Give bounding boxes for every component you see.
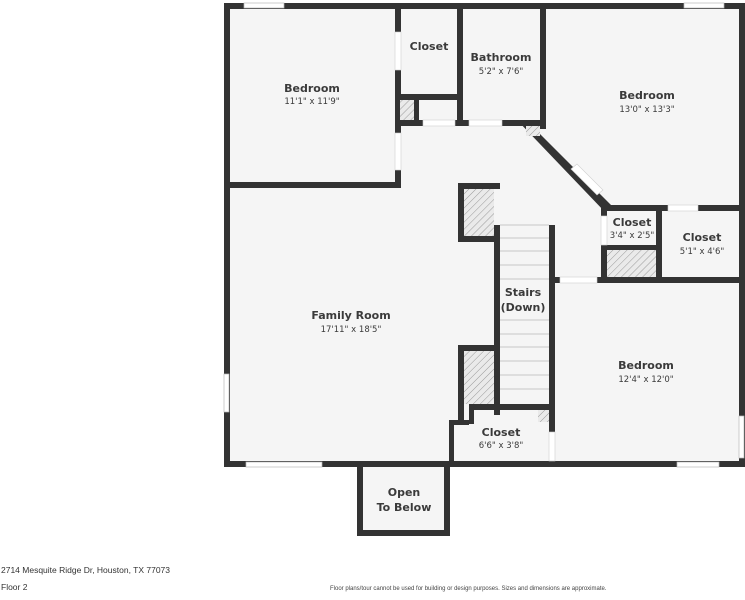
room-dimensions: 6'6" x 3'8"	[479, 441, 524, 451]
room-open-to-below: Open To Below	[377, 486, 432, 514]
room-name: Closet	[410, 40, 449, 53]
room-labels: Bedroom 11'1" x 11'9" Closet Bathroom 5'…	[284, 40, 724, 514]
shafts	[400, 100, 656, 422]
room-bedroom-3: Bedroom 12'4" x 12'0"	[618, 359, 674, 385]
room-closet-3: Closet 5'1" x 4'6"	[680, 231, 725, 257]
room-dimensions: 5'1" x 4'6"	[680, 247, 725, 257]
room-name: Family Room	[311, 309, 390, 322]
room-name: Closet	[613, 216, 652, 229]
disclaimer: Floor plans/tour cannot be used for buil…	[330, 586, 607, 592]
room-name: Open	[388, 486, 421, 499]
room-subtitle: To Below	[377, 501, 432, 514]
stairs-treads	[500, 224, 549, 390]
room-name: Stairs	[505, 286, 542, 299]
room-closet-2: Closet 3'4" x 2'5"	[610, 216, 655, 241]
property-address: 2714 Mesquite Ridge Dr, Houston, TX 7707…	[1, 565, 171, 575]
door-openings	[394, 31, 699, 462]
room-closet-1: Closet	[410, 40, 449, 53]
room-family-room: Family Room 17'11" x 18'5"	[311, 309, 390, 335]
room-dimensions: 11'1" x 11'9"	[284, 97, 339, 107]
room-name: Closet	[482, 426, 521, 439]
room-name: Bedroom	[619, 89, 675, 102]
room-subtitle: (Down)	[501, 301, 546, 314]
room-name: Bathroom	[471, 51, 532, 64]
room-stairs: Stairs (Down)	[501, 284, 548, 318]
room-bedroom-1: Bedroom 11'1" x 11'9"	[284, 82, 340, 107]
room-dimensions: 3'4" x 2'5"	[610, 231, 655, 241]
room-name: Bedroom	[618, 359, 674, 372]
room-closet-4: Closet 6'6" x 3'8"	[479, 426, 524, 451]
room-dimensions: 13'0" x 13'3"	[619, 105, 674, 115]
room-bedroom-2: Bedroom 13'0" x 13'3"	[619, 89, 675, 115]
room-dimensions: 5'2" x 7'6"	[479, 67, 524, 77]
room-bathroom: Bathroom 5'2" x 7'6"	[471, 51, 532, 77]
room-name: Closet	[683, 231, 722, 244]
room-name: Bedroom	[284, 82, 340, 95]
floor-label: Floor 2	[1, 582, 28, 592]
windows	[223, 2, 745, 468]
room-dimensions: 17'11" x 18'5"	[321, 325, 382, 335]
interior-walls	[224, 3, 745, 465]
room-dimensions: 12'4" x 12'0"	[618, 375, 673, 385]
outer-walls	[224, 3, 745, 536]
